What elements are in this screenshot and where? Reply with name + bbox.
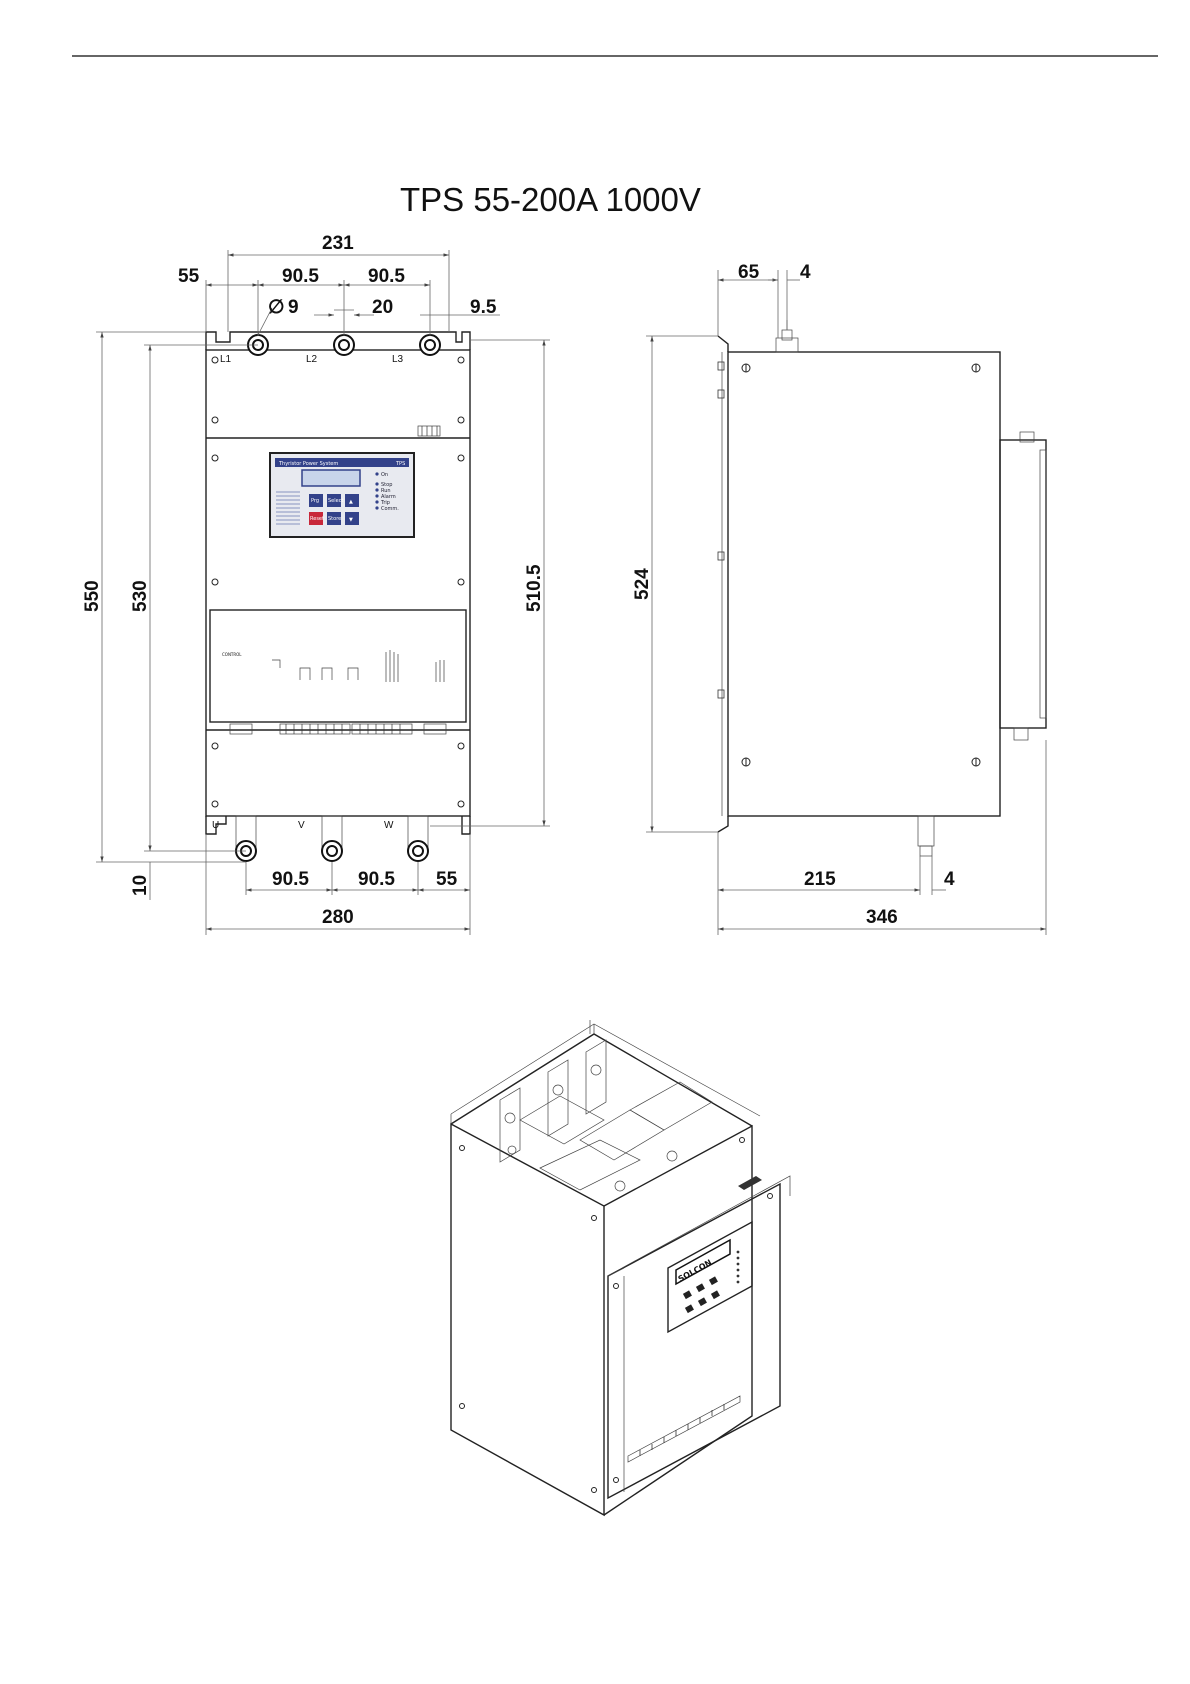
line-terminal-bolts (248, 335, 440, 355)
dim-9-5: 9.5 (470, 297, 497, 318)
relay-symbols (272, 660, 358, 680)
dim-20: 20 (372, 297, 393, 318)
dim-65: 65 (738, 262, 760, 283)
dim-hole-9: 9 (288, 297, 299, 318)
keypad-lcd (302, 470, 360, 486)
svg-text:▲: ▲ (349, 499, 353, 505)
dim-231: 231 (322, 233, 354, 254)
dim-550: 550 (82, 580, 103, 612)
dim-90-5-bottom-b: 90.5 (358, 869, 395, 890)
dim-510-5: 510.5 (524, 564, 545, 612)
terminal-label-l2: L2 (306, 354, 318, 365)
isometric-view: SOLCON (451, 1020, 790, 1515)
terminal-label-v: V (298, 820, 305, 831)
front-dimension-lines (96, 250, 550, 935)
keypad-panel: Thyristor Power System TPS On Stop Run A… (270, 453, 414, 537)
front-view: L1 L2 L3 U V W Thyristor Power System TP… (82, 233, 550, 935)
dim-4-bottom: 4 (944, 869, 955, 890)
dim-280: 280 (322, 907, 354, 928)
side-dimension-lines (646, 270, 1046, 935)
svg-text:▼: ▼ (349, 517, 353, 523)
dim-4-top: 4 (800, 262, 811, 283)
svg-text:Comm.: Comm. (381, 506, 399, 512)
dim-530: 530 (130, 580, 151, 612)
dim-55-top: 55 (178, 266, 200, 287)
terminal-label-w: W (384, 820, 394, 831)
terminal-label-l3: L3 (392, 354, 404, 365)
load-terminal-bolts (236, 841, 428, 861)
iso-keypad-keys (683, 1276, 720, 1313)
svg-text:Select: Select (328, 498, 343, 504)
dim-90-5-top-a: 90.5 (282, 266, 319, 287)
diameter-symbol: ∅ (268, 297, 285, 318)
dim-90-5-bottom-a: 90.5 (272, 869, 309, 890)
svg-text:Store: Store (328, 516, 341, 522)
svg-text:Prg: Prg (311, 498, 319, 504)
dim-215: 215 (804, 869, 836, 890)
svg-text:On: On (381, 472, 388, 478)
dim-346: 346 (866, 907, 898, 928)
side-dimension-text: 65 4 524 215 4 346 (632, 262, 955, 928)
terminal-label-l1: L1 (220, 354, 232, 365)
terminal-label-u: U (212, 820, 219, 831)
control-label: CONTROL (222, 652, 242, 657)
dim-90-5-top-b: 90.5 (368, 266, 405, 287)
svg-text:Reset: Reset (310, 516, 324, 522)
drawing-title: TPS 55-200A 1000V (400, 181, 701, 218)
control-text-marks (386, 650, 444, 682)
iso-busbars (500, 1040, 712, 1191)
dim-10: 10 (130, 875, 151, 896)
terminal-strip (230, 724, 446, 734)
front-dimension-text: 231 55 90.5 90.5 20 9.5 ∅ 9 90.5 90.5 55… (82, 233, 545, 928)
keypad-brand: Thyristor Power System (278, 461, 338, 467)
side-view: 65 4 524 215 4 346 (632, 262, 1046, 935)
dim-55-bottom: 55 (436, 869, 458, 890)
keypad-model: TPS (395, 461, 405, 467)
dim-524: 524 (632, 568, 653, 600)
